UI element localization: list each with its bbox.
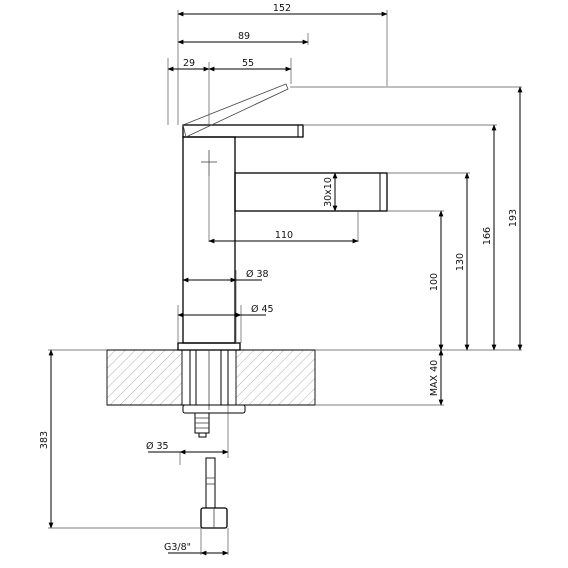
label-89: 89: [238, 31, 250, 42]
label-thread: G3/8": [164, 542, 191, 553]
dimension-labels: 152 89 29 55 30x10 110 Ø 38 Ø 45 100 130…: [39, 3, 519, 553]
label-55: 55: [242, 58, 254, 69]
label-166: 166: [482, 227, 493, 245]
extension-lines: [48, 10, 522, 555]
label-110: 110: [275, 230, 293, 241]
label-100: 100: [429, 273, 440, 291]
label-152: 152: [273, 3, 291, 14]
label-d38: Ø 38: [246, 269, 269, 280]
label-193: 193: [508, 209, 519, 227]
label-max-40: MAX 40: [429, 360, 440, 396]
tap-lever: [182, 83, 304, 138]
label-d35: Ø 35: [146, 441, 169, 452]
axis-crosshair: [201, 150, 217, 176]
label-29: 29: [183, 58, 195, 69]
countertop-section: [106, 349, 316, 406]
dimension-lines: [48, 11, 523, 556]
flexible-hose: [200, 457, 228, 529]
label-d45: Ø 45: [251, 304, 274, 315]
mounting-nut: [182, 404, 246, 438]
tap-spout: [234, 172, 388, 212]
label-130: 130: [455, 253, 466, 271]
label-30x10: 30x10: [323, 177, 334, 207]
label-383: 383: [39, 431, 50, 449]
